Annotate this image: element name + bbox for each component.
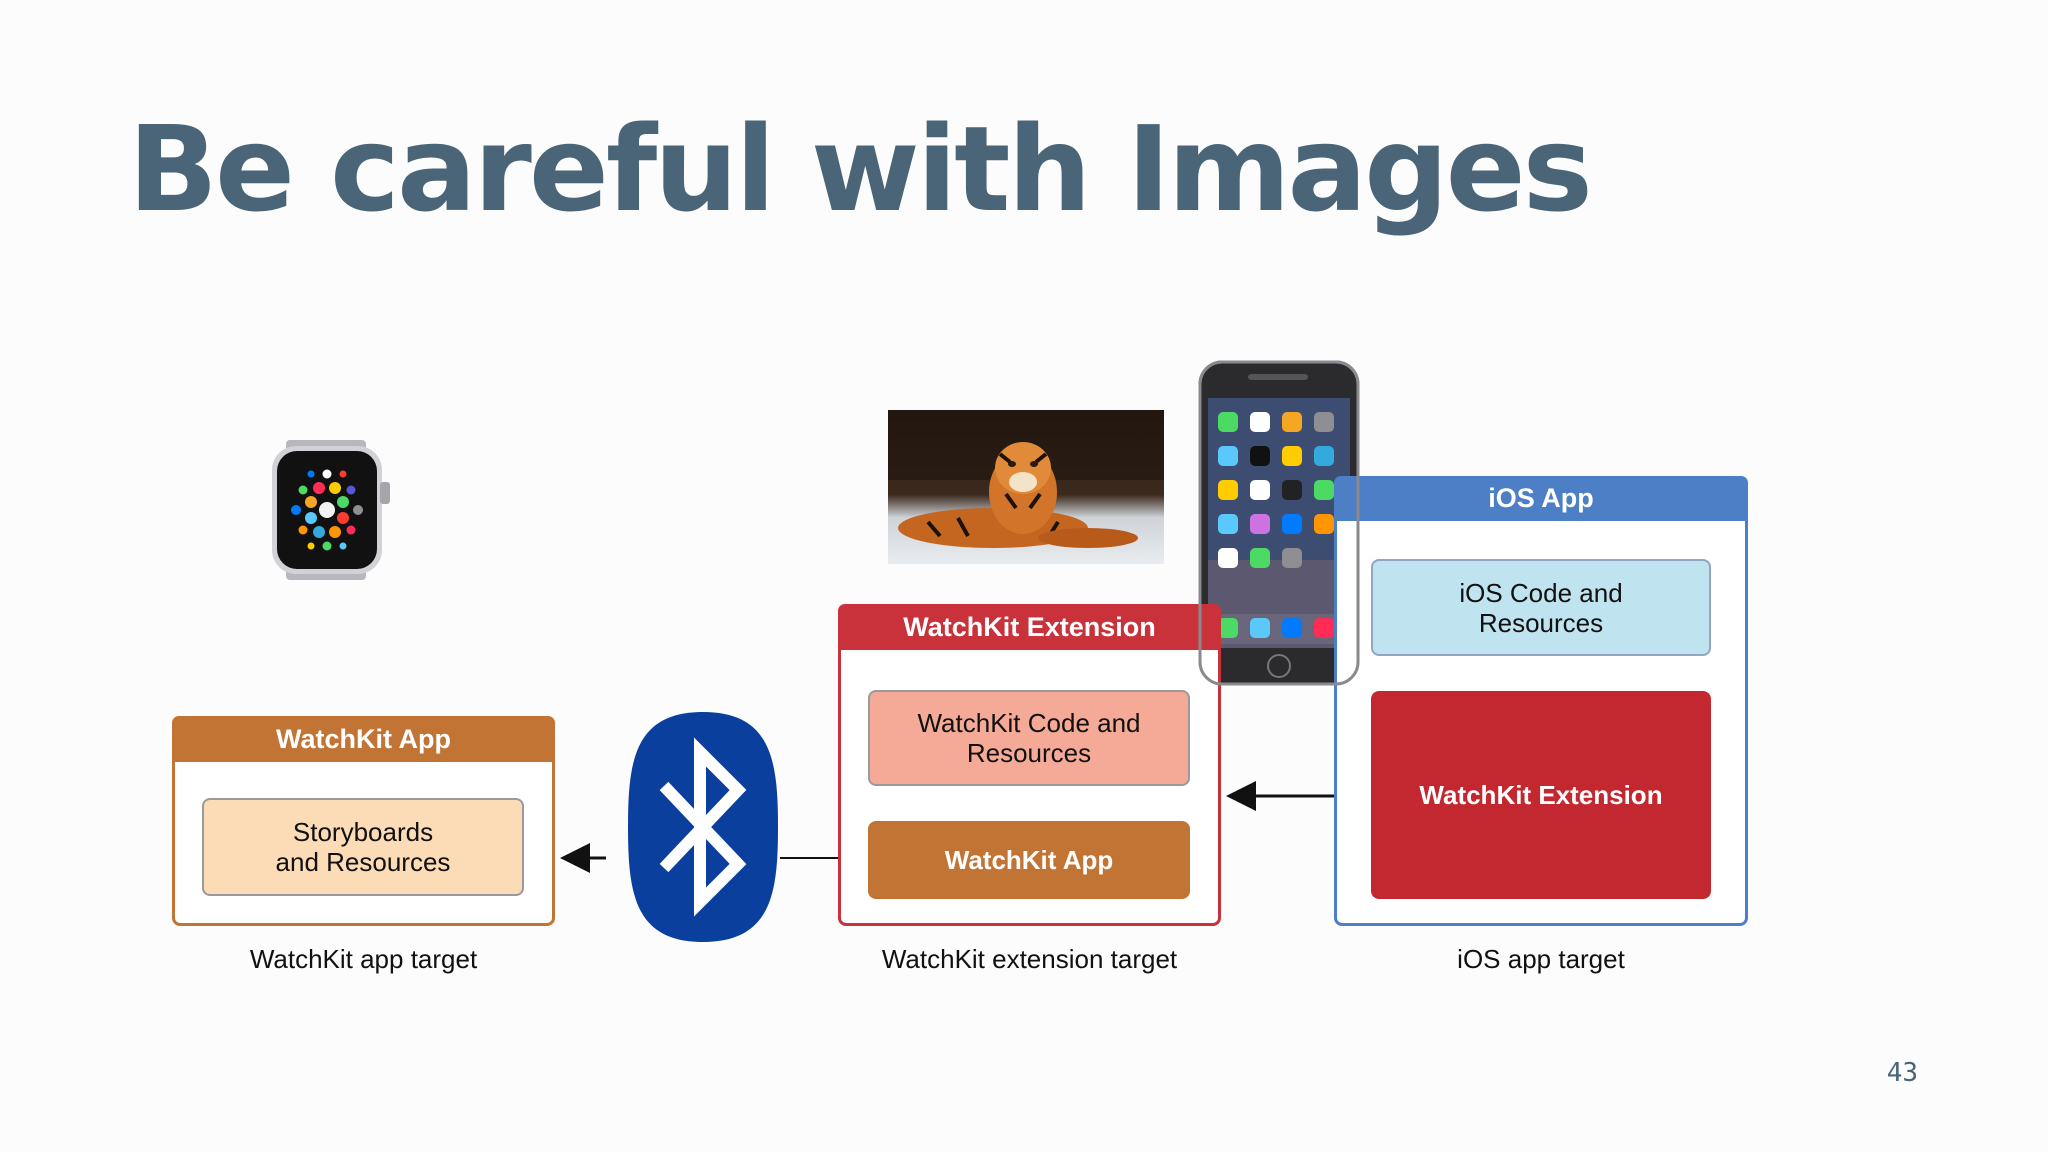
slide-title: Be careful with Images	[128, 100, 1593, 238]
apple-watch-icon	[272, 440, 390, 580]
tiger-photo	[888, 410, 1164, 564]
watchkit-extension-target-caption: WatchKit extension target	[881, 944, 1178, 974]
watchkit-app-target-caption: WatchKit app target	[249, 944, 478, 974]
page-number: 43	[1886, 1058, 1918, 1088]
watchkit-code-resources-box: WatchKit Code and Resources	[868, 690, 1190, 786]
watchkit-extension-target-header: WatchKit Extension	[838, 604, 1221, 650]
storyboards-resources-box: Storyboards and Resources	[202, 798, 524, 896]
ios-app-target-header: iOS App	[1334, 476, 1748, 521]
watchkit-app-inner-box: WatchKit App	[868, 821, 1190, 899]
watchkit-extension-inner-box: WatchKit Extension	[1371, 691, 1711, 899]
ios-code-resources-box: iOS Code and Resources	[1371, 559, 1711, 656]
watchkit-app-target-box: WatchKit App Storyboards and Resources	[172, 716, 555, 926]
watchkit-app-target-header: WatchKit App	[172, 716, 555, 762]
watchkit-extension-target-box: WatchKit Extension WatchKit Code and Res…	[838, 604, 1221, 926]
ios-app-target-caption: iOS app target	[1457, 944, 1625, 974]
ios-app-target-box: iOS App iOS Code and Resources WatchKit …	[1334, 476, 1748, 926]
bluetooth-icon	[628, 712, 778, 942]
